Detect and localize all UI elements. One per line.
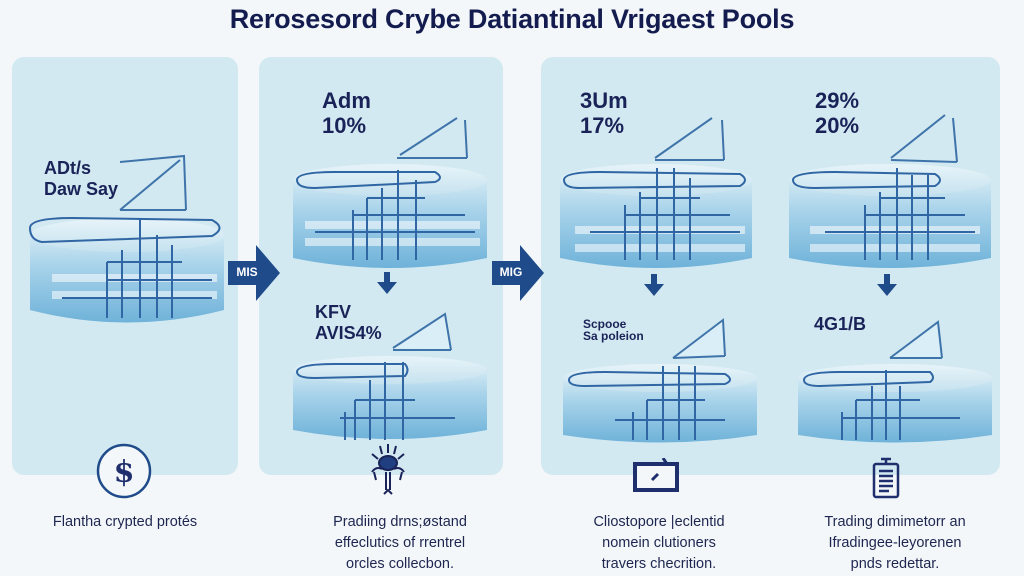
- arrow-down-icon: [376, 272, 398, 301]
- pool-label-secondary: 17%: [580, 113, 625, 139]
- svg-text:$: $: [114, 455, 135, 490]
- pool-label-primary: Scpooe: [583, 317, 627, 331]
- pool-label-primary: 3Um: [580, 88, 628, 113]
- pool-label-primary: ADt/s: [44, 158, 92, 178]
- pool-label-secondary: Sa poleion: [583, 329, 644, 343]
- liquidity-pool-cylinder: Adm 10%: [285, 80, 495, 275]
- caption-line: Trading dimimetorr an: [824, 514, 966, 530]
- caption-line: nomein clutioners: [602, 535, 716, 552]
- liquidity-pool-cylinder: ADt/s Daw Say: [22, 150, 232, 340]
- arrow-label: MIS: [236, 265, 258, 279]
- liquidity-pool-cylinder: KFV AVIS4%: [285, 300, 495, 450]
- bug-icon: [368, 444, 408, 505]
- caption-line: orcles collecbon.: [346, 556, 454, 573]
- liquidity-pool-cylinder: 3Um 17%: [550, 80, 760, 275]
- monitor-icon: [633, 457, 679, 497]
- caption-line: Flantha crypted protés: [52, 514, 198, 530]
- column-caption: Trading dimimetorr an Ifradingee-leyoren…: [780, 512, 1010, 575]
- arrow-right-icon: MIG: [492, 245, 544, 306]
- caption-line: effeclutics of rrentrel: [334, 535, 466, 552]
- pool-label-primary: KFV: [315, 302, 351, 322]
- arrow-down-icon: [876, 274, 898, 303]
- caption-line: Ifradingee-leyorenen: [828, 535, 962, 552]
- caption-line: Cliostopore |eclentid: [593, 514, 725, 530]
- pool-label-secondary: AVIS4%: [315, 322, 382, 343]
- caption-line: pnds redettar.: [850, 556, 940, 573]
- arrow-label: MIG: [499, 265, 523, 279]
- liquidity-pool-cylinder: 4G1/B: [790, 300, 1000, 450]
- pool-label-primary: 4G1/B: [814, 314, 867, 334]
- column-caption: Pradiing drns;østand effeclutics of rren…: [280, 512, 520, 575]
- arrow-right-icon: MIS: [228, 245, 280, 306]
- liquidity-pool-cylinder: Scpooe Sa poleion: [555, 300, 765, 450]
- pool-label-secondary: 10%: [322, 113, 367, 139]
- column-caption: Cliostopore |eclentid nomein clutioners …: [540, 512, 778, 575]
- clipboard-icon: [871, 457, 901, 504]
- dollar-coin-icon: $: [96, 443, 152, 504]
- pool-label-secondary: 20%: [815, 113, 860, 139]
- arrow-down-icon: [643, 274, 665, 303]
- pool-label-secondary: Daw Say: [44, 178, 119, 199]
- page-title: Rerosesord Crybe Datiantinal Vrigaest Po…: [229, 4, 795, 34]
- liquidity-pool-cylinder: 29% 20%: [785, 80, 995, 275]
- pool-label-primary: 29%: [815, 88, 860, 113]
- column-caption: Flantha crypted protés: [10, 512, 240, 533]
- caption-line: Pradiing drns;østand: [333, 514, 467, 530]
- caption-line: travers checrition.: [601, 556, 717, 573]
- pool-label-primary: Adm: [322, 88, 371, 113]
